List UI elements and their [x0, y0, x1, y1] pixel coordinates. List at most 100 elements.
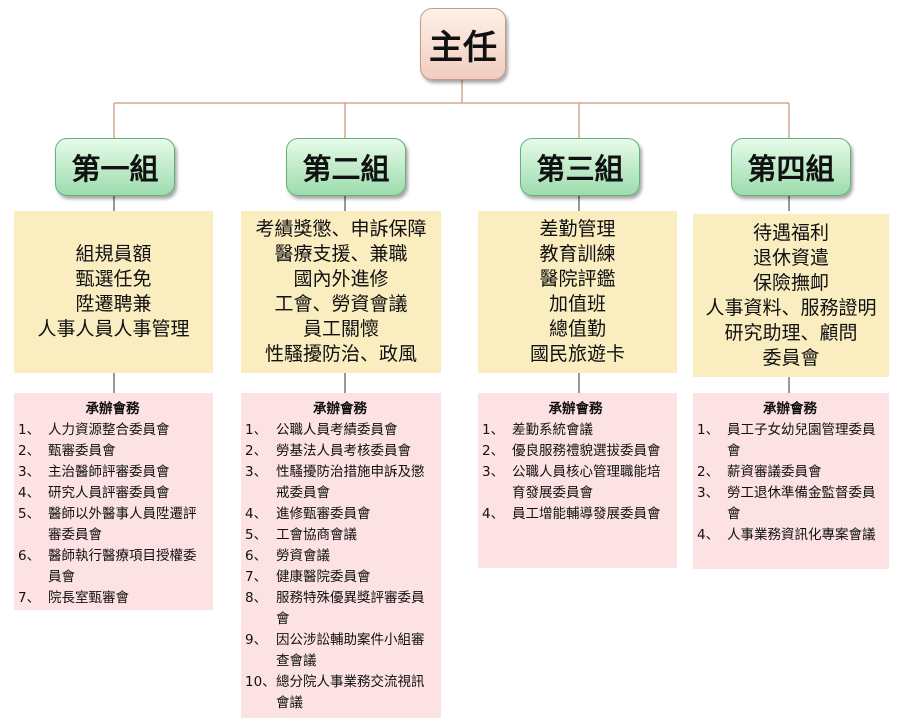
duty-line: 人事資料、服務證明 [705, 296, 877, 319]
committee-item: 2、優良服務禮貌選拔委員會 [482, 441, 669, 462]
committee-text: 甄審委員會 [48, 443, 116, 459]
committee-text: 因公涉訟輔助案件小組審查會議 [276, 632, 425, 669]
duty-line: 退休資遣 [752, 246, 829, 269]
committee-text: 勞基法人員考核委員會 [276, 443, 411, 459]
committee-item: 3、主治醫師評審委員會 [18, 462, 207, 483]
committee-item: 4、員工增能輔導發展委員會 [482, 504, 669, 525]
committee-item: 1、員工子女幼兒園管理委員會 [697, 420, 883, 462]
group-2-committees: 承辦會務 1、公職人員考績委員會 2、勞基法人員考核委員會 3、性騷擾防治措施申… [241, 393, 441, 718]
committee-num: 1、 [697, 422, 720, 438]
committee-item: 9、因公涉訟輔助案件小組審查會議 [245, 630, 435, 672]
committee-title: 承辦會務 [85, 401, 140, 417]
committee-num: 4、 [697, 527, 720, 543]
committee-item: 6、醫師執行醫療項目授權委員會 [18, 546, 207, 588]
group-4-box: 第四組 [731, 138, 851, 196]
committee-title: 承辦會務 [548, 401, 603, 417]
duty-line: 教育訓練 [539, 243, 616, 265]
duty-line: 考績獎懲、申訴保障 [255, 218, 427, 240]
duty-line: 性騷擾防治、政風 [264, 343, 417, 365]
committee-text: 醫師以外醫事人員陞遷評審委員會 [48, 506, 197, 543]
committee-item: 4、研究人員評審委員會 [18, 483, 207, 504]
committee-num: 7、 [18, 590, 41, 606]
group-2-title: 第二組 [302, 152, 390, 186]
duty-line: 國民旅遊卡 [529, 343, 625, 365]
committee-num: 5、 [18, 506, 41, 522]
duty-line: 人事人員人事管理 [37, 318, 190, 340]
committee-text: 性騷擾防治措施申訴及懲戒委員會 [276, 464, 425, 501]
duty-line: 待遇福利 [752, 221, 829, 244]
committee-num: 8、 [245, 590, 268, 606]
committee-num: 9、 [245, 632, 268, 648]
committee-text: 差勤系統會議 [512, 422, 593, 438]
committee-text: 公職人員考績委員會 [276, 422, 398, 438]
duty-line: 委員會 [762, 346, 820, 369]
committee-item: 2、勞基法人員考核委員會 [245, 441, 435, 462]
committee-item: 2、甄審委員會 [18, 441, 207, 462]
committee-item: 3、公職人員核心管理職能培育發展委員會 [482, 462, 669, 504]
duty-line: 陞遷聘兼 [75, 293, 152, 315]
committee-text: 醫師執行醫療項目授權委員會 [48, 548, 197, 585]
committee-text: 勞工退休準備金監督委員會 [727, 485, 876, 522]
committee-item: 4、人事業務資訊化專案會議 [697, 525, 883, 546]
group-1-box: 第一組 [55, 138, 175, 196]
duty-line: 員工關懷 [302, 318, 379, 340]
group-3-box: 第三組 [520, 138, 640, 196]
committee-num: 6、 [245, 548, 268, 564]
committee-item: 1、公職人員考績委員會 [245, 420, 435, 441]
committee-num: 5、 [245, 527, 268, 543]
committee-text: 勞資會議 [276, 548, 330, 564]
committee-num: 2、 [18, 443, 41, 459]
director-box: 主任 [420, 8, 506, 80]
committee-item: 7、健康醫院委員會 [245, 567, 435, 588]
committee-num: 3、 [697, 485, 720, 501]
group-4-committees: 承辦會務 1、員工子女幼兒園管理委員會 2、薪資審議委員會 3、勞工退休準備金監… [693, 393, 889, 569]
committee-title: 承辦會務 [313, 401, 367, 417]
duty-line: 甄選任免 [75, 268, 152, 290]
committee-num: 4、 [18, 485, 41, 501]
committee-text: 員工子女幼兒園管理委員會 [727, 422, 876, 459]
committee-text: 院長室甄審會 [48, 590, 129, 606]
committee-num: 7、 [245, 569, 268, 585]
group-1-duties: 組規員額 甄選任免 陞遷聘兼 人事人員人事管理 [14, 211, 213, 373]
committee-text: 總分院人事業務交流視訊會議 [276, 674, 425, 711]
committee-text: 進修甄審委員會 [276, 506, 371, 522]
group-2-duties: 考績獎懲、申訴保障 醫療支援、兼職 國內外進修 工會、勞資會議 員工關懷 性騷擾… [241, 211, 441, 373]
committee-item: 2、薪資審議委員會 [697, 462, 883, 483]
committee-num: 3、 [482, 464, 505, 480]
committee-item: 3、勞工退休準備金監督委員會 [697, 483, 883, 525]
committee-text: 薪資審議委員會 [727, 464, 822, 480]
duty-line: 醫院評鑑 [539, 268, 616, 290]
committee-text: 優良服務禮貌選拔委員會 [512, 443, 661, 459]
committee-num: 3、 [245, 464, 268, 480]
committee-num: 2、 [245, 443, 268, 459]
committee-num: 3、 [18, 464, 41, 480]
committee-text: 健康醫院委員會 [276, 569, 371, 585]
committee-text: 員工增能輔導發展委員會 [512, 506, 661, 522]
duty-line: 保險撫卹 [752, 271, 829, 294]
committee-text: 研究人員評審委員會 [48, 485, 170, 501]
committee-text: 工會協商會議 [276, 527, 357, 543]
committee-item: 6、勞資會議 [245, 546, 435, 567]
committee-title: 承辦會務 [763, 401, 817, 417]
group-2-box: 第二組 [286, 138, 406, 196]
committee-text: 公職人員核心管理職能培育發展委員會 [512, 464, 661, 501]
committee-num: 1、 [482, 422, 505, 438]
committee-item: 10、總分院人事業務交流視訊會議 [245, 672, 435, 714]
committee-item: 1、差勤系統會議 [482, 420, 669, 441]
committee-item: 3、性騷擾防治措施申訴及懲戒委員會 [245, 462, 435, 504]
committee-num: 2、 [482, 443, 505, 459]
group-4-title: 第四組 [747, 152, 835, 186]
group-3-committees: 承辦會務 1、差勤系統會議 2、優良服務禮貌選拔委員會 3、公職人員核心管理職能… [478, 393, 677, 568]
duty-line: 研究助理、顧問 [724, 321, 858, 344]
group-3-title: 第三組 [536, 152, 624, 186]
group-1-committees: 承辦會務 1、人力資源整合委員會 2、甄審委員會 3、主治醫師評審委員會 4、研… [14, 393, 213, 610]
duty-line: 差勤管理 [539, 218, 616, 240]
committee-text: 人力資源整合委員會 [48, 422, 170, 438]
group-1-title: 第一組 [71, 152, 159, 186]
committee-num: 1、 [245, 422, 268, 438]
duty-line: 醫療支援、兼職 [274, 243, 408, 265]
director-title: 主任 [429, 27, 497, 68]
group-4-duties: 待遇福利 退休資遣 保險撫卹 人事資料、服務證明 研究助理、顧問 委員會 [693, 214, 889, 377]
duty-line: 工會、勞資會議 [274, 293, 408, 315]
